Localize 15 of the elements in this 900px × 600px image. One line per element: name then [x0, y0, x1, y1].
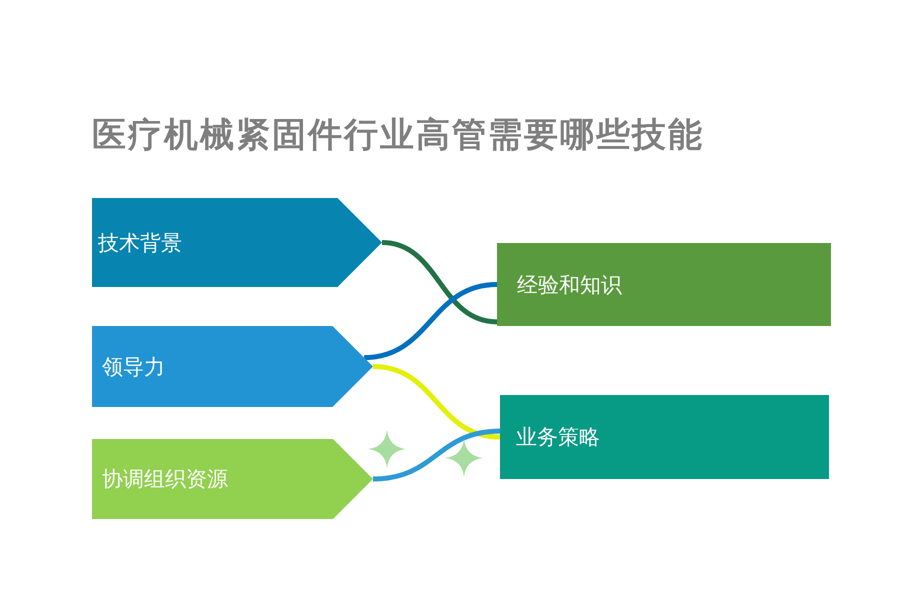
arrow-shaped-box	[92, 198, 382, 287]
node-label: 领导力	[102, 354, 165, 380]
arrow-shaped-box	[92, 326, 373, 407]
node-label: 协调组织资源	[102, 466, 228, 493]
node-label: 经验和知识	[517, 272, 622, 298]
node-label: 技术背景	[98, 230, 182, 256]
connector-curve	[382, 240, 498, 324]
arrow-shaped-box	[92, 439, 373, 519]
connector-curve	[372, 364, 500, 440]
node-label: 业务策略	[516, 424, 600, 451]
title: 医疗机械紧固件行业高管需要哪些技能	[92, 114, 704, 157]
process-box	[497, 243, 831, 326]
process-box	[500, 395, 829, 479]
connector-curve	[364, 282, 498, 360]
connector-curve	[372, 428, 500, 482]
